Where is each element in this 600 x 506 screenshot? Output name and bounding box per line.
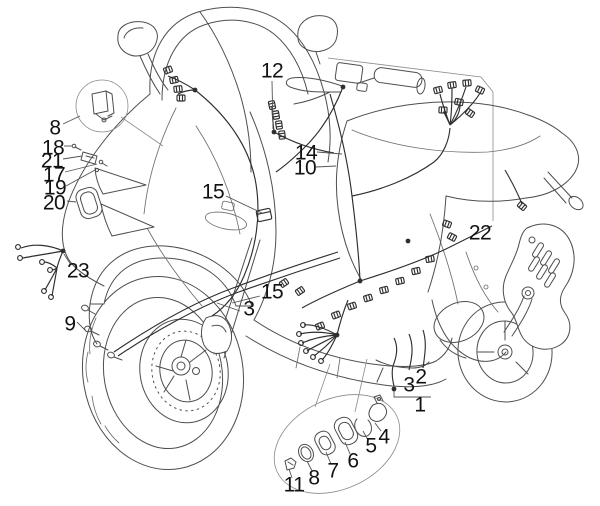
harness-node-dot-5	[391, 386, 397, 392]
screw-18	[71, 143, 82, 151]
harness-node-dot-6	[405, 238, 411, 244]
detail-balloon-part8	[75, 79, 164, 147]
floorboard	[245, 319, 453, 388]
leader-8-clamp	[306, 460, 313, 472]
horn-20	[75, 186, 103, 220]
callout-9: 9	[64, 313, 75, 336]
leader-9	[76, 321, 87, 332]
right-mirror	[297, 15, 338, 65]
callout-14: 14	[295, 142, 318, 165]
leader-8-relay	[62, 115, 81, 125]
ring-part-8	[298, 443, 314, 463]
handlebar-controls	[285, 62, 426, 105]
brake-lever	[285, 77, 343, 93]
ring-terminals-23	[15, 244, 54, 300]
leader-6	[344, 441, 351, 455]
harness-node-dot-3	[60, 248, 66, 254]
leader-4	[374, 422, 382, 432]
callout-23: 23	[67, 260, 89, 283]
callout-7: 7	[327, 460, 338, 483]
leader-19	[65, 169, 96, 187]
relay-box-mid	[255, 207, 273, 223]
brake-caliper	[200, 315, 233, 354]
left-mirror	[117, 21, 169, 95]
callout-15-fork: 15	[261, 281, 283, 304]
callout-2: 2	[415, 366, 426, 389]
callout-20: 20	[43, 192, 65, 215]
leader-21	[62, 155, 83, 160]
callout-1: 1	[414, 394, 425, 417]
callout-11: 11	[284, 474, 305, 497]
brake-master-cylinder	[334, 62, 364, 84]
callout-15-fairing: 15	[202, 181, 224, 204]
leader-15-fork	[231, 295, 261, 304]
harness-node-dot-0	[192, 87, 198, 93]
bracket-callout-1	[393, 391, 431, 398]
leader-10	[315, 165, 337, 168]
callout-18: 18	[42, 137, 64, 160]
muffler	[502, 223, 575, 350]
headlight-slit-lower	[100, 203, 155, 237]
leader-14	[316, 151, 343, 155]
leader-7	[325, 451, 332, 465]
grommet-part-7	[314, 430, 336, 456]
harness-node-dot-2	[340, 84, 346, 90]
front-fairing	[61, 93, 277, 321]
screw-17	[98, 159, 108, 167]
callout-12: 12	[261, 60, 283, 83]
sleeve-part-6	[333, 416, 359, 446]
leader-3-fork	[216, 302, 241, 312]
callout-21: 21	[41, 150, 63, 173]
callout-5: 5	[365, 435, 376, 458]
bracket-21	[80, 151, 98, 165]
harness-node-dot-4	[357, 278, 363, 284]
callout-10: 10	[294, 157, 316, 180]
callout-6: 6	[347, 450, 358, 473]
clamp-part-4	[368, 394, 388, 422]
callout-4: 4	[378, 426, 390, 449]
leader-5	[362, 430, 369, 441]
leader-17	[64, 163, 98, 173]
balloon-circle	[75, 79, 129, 133]
pigtail-23	[15, 244, 64, 300]
muffler-vents	[528, 242, 560, 288]
callout-17: 17	[43, 164, 65, 187]
relay-part	[91, 90, 115, 123]
inset-balloon	[273, 358, 401, 494]
ring-terminal-fan	[296, 322, 324, 364]
leader-12	[271, 80, 274, 130]
leader-23	[63, 253, 72, 266]
leader-11	[288, 468, 293, 479]
leader-15-fairing	[225, 195, 263, 214]
harness-node-dot-7	[334, 332, 340, 338]
harness-zone-box	[327, 57, 494, 221]
leader-20	[66, 200, 77, 203]
leader-lines	[62, 80, 431, 479]
small-parts-cluster	[71, 143, 108, 220]
harness-node-dots	[60, 84, 411, 392]
clip-part-11	[284, 457, 297, 471]
headlight-slit-upper	[94, 167, 147, 195]
main-harness	[113, 65, 528, 387]
seat-tail	[335, 101, 584, 293]
circlip-part-5	[354, 418, 372, 437]
callout-3-fork: 3	[243, 298, 254, 321]
callout-22: 22	[469, 222, 491, 245]
front-wheel	[81, 275, 245, 471]
rear-frame	[429, 213, 499, 313]
washer-19	[94, 167, 100, 173]
windscreen	[149, 6, 331, 173]
callout-8-relay: 8	[49, 117, 60, 140]
harness-node-dot-1	[271, 129, 277, 135]
terminals-9	[81, 304, 123, 361]
callout-3-stand: 3	[403, 374, 414, 397]
engine-transmission	[375, 299, 507, 383]
callout-8-clamp: 8	[308, 467, 319, 490]
turn-signal-stalk	[543, 171, 573, 204]
callout-19: 19	[44, 177, 66, 200]
